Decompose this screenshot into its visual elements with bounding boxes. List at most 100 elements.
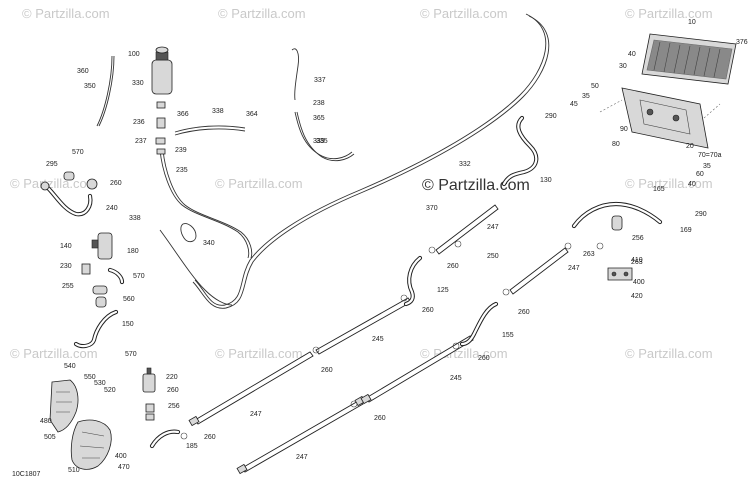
pipe-group <box>188 204 569 475</box>
part-label: 169 <box>680 227 692 234</box>
part-label: 90 <box>620 126 628 133</box>
part-label: 360 <box>77 68 89 75</box>
part-label: 10 <box>688 19 696 26</box>
part-label: 250 <box>487 253 499 260</box>
part-label: 570 <box>125 351 137 358</box>
part-label: 60 <box>696 171 704 178</box>
fitting-238-237 <box>155 101 166 155</box>
part-label: 376 <box>736 39 748 46</box>
hose-169 <box>571 201 663 231</box>
line-365 <box>174 125 246 136</box>
part-label: 295 <box>46 161 58 168</box>
part-label: 236 <box>133 119 145 126</box>
dashed-guides <box>599 99 721 119</box>
part-label: 185 <box>186 443 198 450</box>
part-label: 45 <box>570 101 578 108</box>
part-label: 260 <box>478 355 490 362</box>
watermark: © Partzilla.com <box>625 176 713 191</box>
part-label: 180 <box>127 248 139 255</box>
part-label: 550 <box>84 374 96 381</box>
part-label: 337 <box>314 77 326 84</box>
part-label: 260 <box>321 367 333 374</box>
part-label: 290 <box>695 211 707 218</box>
part-label: 370 <box>426 205 438 212</box>
part-label: 260 <box>518 309 530 316</box>
line-350 <box>96 55 115 127</box>
watermark-layer: © Partzilla.com © Partzilla.com © Partzi… <box>10 6 713 361</box>
part-label: 245 <box>372 336 384 343</box>
part-label: 247 <box>296 454 308 461</box>
part-label: 570 <box>133 273 145 280</box>
part-label: 330 <box>132 80 144 87</box>
hose-130 <box>501 115 539 187</box>
watermark: © Partzilla.com <box>10 176 98 191</box>
line-235-340 <box>159 149 253 259</box>
part-label: 365 <box>313 115 325 122</box>
part-label: 255 <box>62 283 74 290</box>
watermark: © Partzilla.com <box>625 346 713 361</box>
part-label: 470 <box>118 464 130 471</box>
part-label: 339 <box>313 138 325 145</box>
part-label: 130 <box>540 177 552 184</box>
part-label: 150 <box>122 321 134 328</box>
part-label: 505 <box>44 434 56 441</box>
part-label: 70=70a <box>698 152 722 159</box>
part-label: 400 <box>633 279 645 286</box>
part-label: 366 <box>177 111 189 118</box>
part-label: 540 <box>64 363 76 370</box>
part-label: 340 <box>203 240 215 247</box>
part-label: 238 <box>313 100 325 107</box>
part-label: 263 <box>583 251 595 258</box>
cover-505-510 <box>49 379 112 470</box>
center-watermark: © Partzilla.com <box>422 177 530 194</box>
part-label: 80 <box>612 141 620 148</box>
part-label: 260 <box>374 415 386 422</box>
part-label: 30 <box>619 63 627 70</box>
part-label: 260 <box>422 307 434 314</box>
reservoir-330 <box>151 46 173 95</box>
hose-240 <box>40 171 98 217</box>
part-label: 40 <box>628 51 636 58</box>
bracket-340 <box>180 223 197 243</box>
part-label: 420 <box>631 293 643 300</box>
part-label: 260 <box>110 180 122 187</box>
watermark: © Partzilla.com <box>625 6 713 21</box>
hose-150 <box>73 309 119 349</box>
part-label: 245 <box>450 375 462 382</box>
part-label: 263 <box>631 259 643 266</box>
part-label: 364 <box>246 111 258 118</box>
part-label: 35 <box>582 93 590 100</box>
part-label: 155 <box>502 332 514 339</box>
part-label: 40 <box>688 181 696 188</box>
part-label: 165 <box>653 186 665 193</box>
part-label: 230 <box>60 263 72 270</box>
part-label: 20 <box>686 143 694 150</box>
part-label: 237 <box>135 138 147 145</box>
part-label: 256 <box>632 235 644 242</box>
pump-180 <box>81 232 125 308</box>
part-label: 240 <box>106 205 118 212</box>
part-label: 510 <box>68 467 80 474</box>
part-label: 338 <box>129 215 141 222</box>
watermark: © Partzilla.com <box>215 346 303 361</box>
bracket-410 <box>607 267 633 281</box>
watermark: © Partzilla.com <box>22 6 110 21</box>
part-label: 235 <box>176 167 188 174</box>
part-label: 290 <box>545 113 557 120</box>
part-label: 35 <box>703 163 711 170</box>
label-layer: 1037610036033035040305035453372383383652… <box>40 19 748 474</box>
part-label: 400 <box>115 453 127 460</box>
part-label: 260 <box>167 387 179 394</box>
bracket-20 <box>621 87 709 149</box>
line-332 <box>159 13 550 309</box>
part-label: 125 <box>437 287 449 294</box>
part-label: 570 <box>72 149 84 156</box>
watermark: © Partzilla.com <box>218 6 306 21</box>
clamps <box>180 240 604 440</box>
part-label: 530 <box>94 380 106 387</box>
part-label: 247 <box>487 224 499 231</box>
part-label: 247 <box>568 265 580 272</box>
part-label: 332 <box>459 161 471 168</box>
watermark: © Partzilla.com <box>10 346 98 361</box>
